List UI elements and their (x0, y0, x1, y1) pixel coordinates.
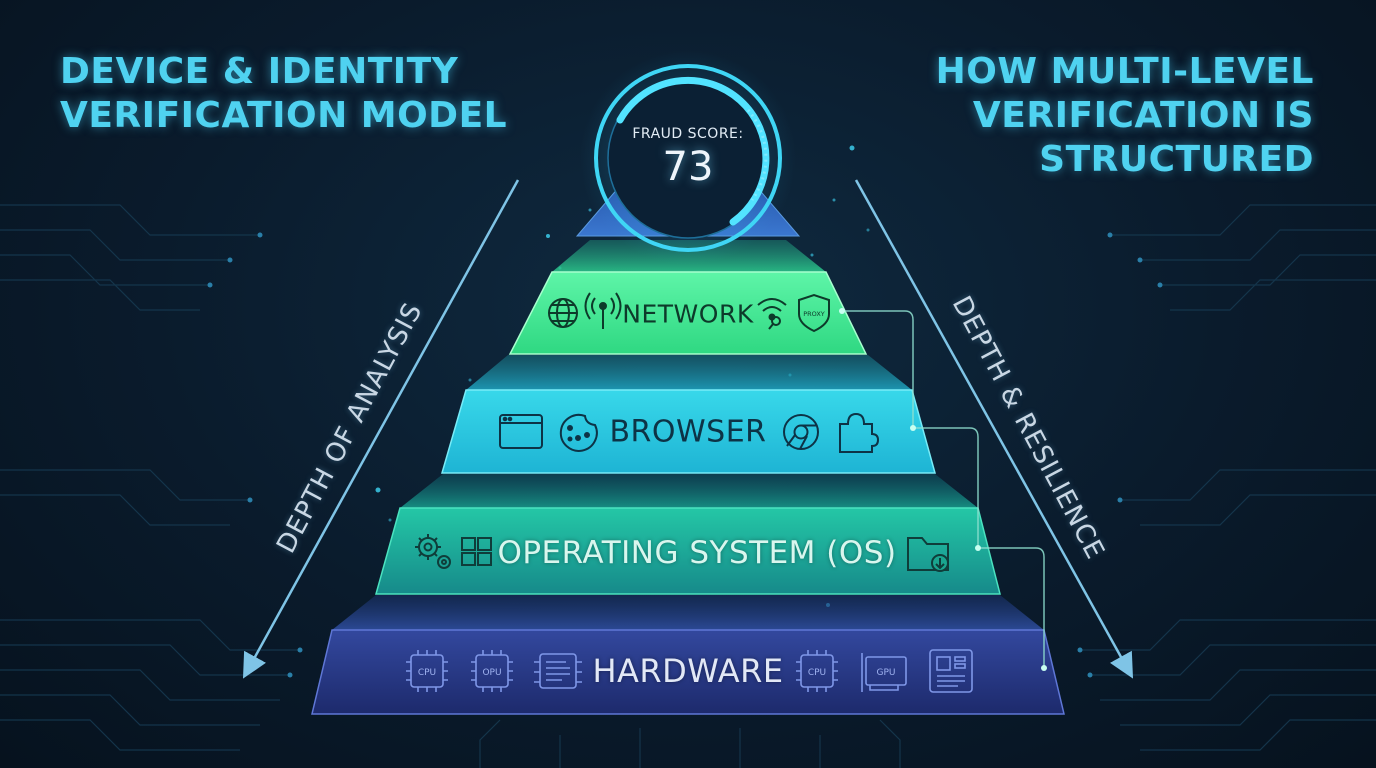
gauge-face (608, 78, 768, 238)
title-right: HOW MULTI-LEVEL VERIFICATION IS STRUCTUR… (936, 50, 1314, 182)
circuit-nodes (207, 232, 1163, 678)
cpu-chip-label: CPU (808, 668, 826, 678)
gauge-tick-arc (746, 109, 768, 201)
browser-tier-label: BROWSER (609, 414, 767, 450)
browser-tier-top (466, 355, 912, 390)
fraud-score-label: FRAUD SCORE: (632, 126, 744, 142)
title-right-line-2: VERIFICATION IS (972, 95, 1314, 136)
gpu-card-label: GPU (877, 668, 896, 678)
memory-chip-icon (534, 653, 582, 689)
gauge-outer-ring (594, 64, 782, 252)
cookie-icon (559, 413, 598, 452)
title-right-line-1: HOW MULTI-LEVEL (935, 51, 1314, 92)
opu-chip-icon: OPU (471, 650, 513, 692)
connector-nodes (839, 308, 1047, 671)
cpu-chip-label: CPU (418, 668, 436, 678)
title-left-line-2: VERIFICATION MODEL (60, 95, 508, 136)
arrow-depth-of-analysis (242, 179, 520, 679)
chrome-icon (783, 414, 819, 450)
fraud-score-gauge: FRAUD SCORE: 73 (632, 126, 743, 190)
network-tier (508, 271, 868, 355)
tier-connectors (842, 310, 1045, 668)
proxy-label: PROXY (803, 310, 825, 318)
extension-puzzle-icon (839, 412, 880, 453)
network-tier-label: NETWORK (622, 299, 754, 329)
cpu-chip-icon: CPU (796, 650, 838, 692)
opu-chip-label: OPU (482, 668, 501, 678)
antenna-icon (584, 292, 622, 329)
proxy-shield-icon: PROXY (798, 293, 830, 333)
os-tier (375, 507, 1001, 595)
os-tier-label: OPERATING SYSTEM (OS) (497, 535, 897, 571)
browser-tier (441, 389, 936, 474)
cpu-chip-icon: CPU (406, 650, 448, 692)
browser-window-icon (499, 414, 543, 449)
hardware-tier-label: HARDWARE (592, 652, 784, 690)
folder-download-icon (907, 537, 949, 572)
circuit-background (0, 204, 1376, 768)
windows-icon (461, 537, 492, 566)
wifi-icon (757, 298, 787, 330)
fraud-score-value: 73 (662, 144, 714, 190)
motherboard-icon (929, 649, 973, 693)
title-left: DEVICE & IDENTITY VERIFICATION MODEL (60, 50, 507, 138)
os-tier-top (400, 474, 978, 508)
title-right-line-3: STRUCTURED (1039, 139, 1314, 180)
gpu-card-icon: GPU (861, 653, 907, 692)
hardware-tier (311, 629, 1065, 715)
arrow-depth-resilience (854, 179, 1134, 679)
settings-gears-icon (415, 534, 451, 569)
title-left-line-1: DEVICE & IDENTITY (60, 51, 459, 92)
hardware-tier-top (332, 595, 1044, 630)
globe-icon (548, 298, 578, 328)
